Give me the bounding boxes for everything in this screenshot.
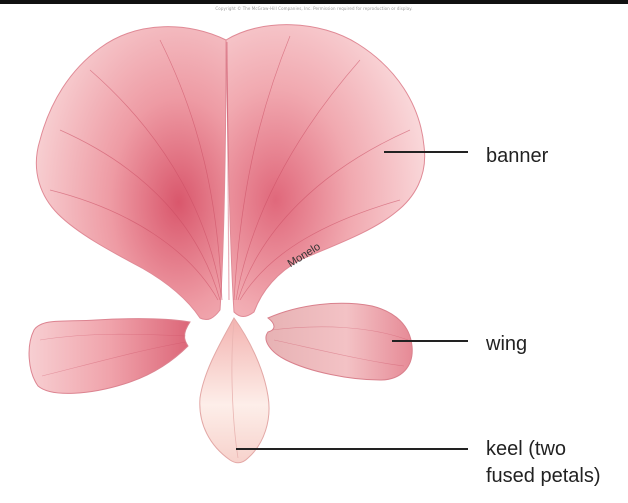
keel-label-line1: keel (two: [486, 437, 566, 461]
wing-label: wing: [486, 332, 527, 356]
banner-left-lobe: [36, 27, 226, 320]
banner-right-lobe: [226, 25, 425, 317]
banner-label: banner: [486, 144, 548, 168]
wing-left-petal: [29, 319, 190, 394]
wing-right-petal: [266, 303, 412, 380]
keel-label-line2: fused petals): [486, 464, 601, 488]
keel-petal: [200, 318, 269, 463]
